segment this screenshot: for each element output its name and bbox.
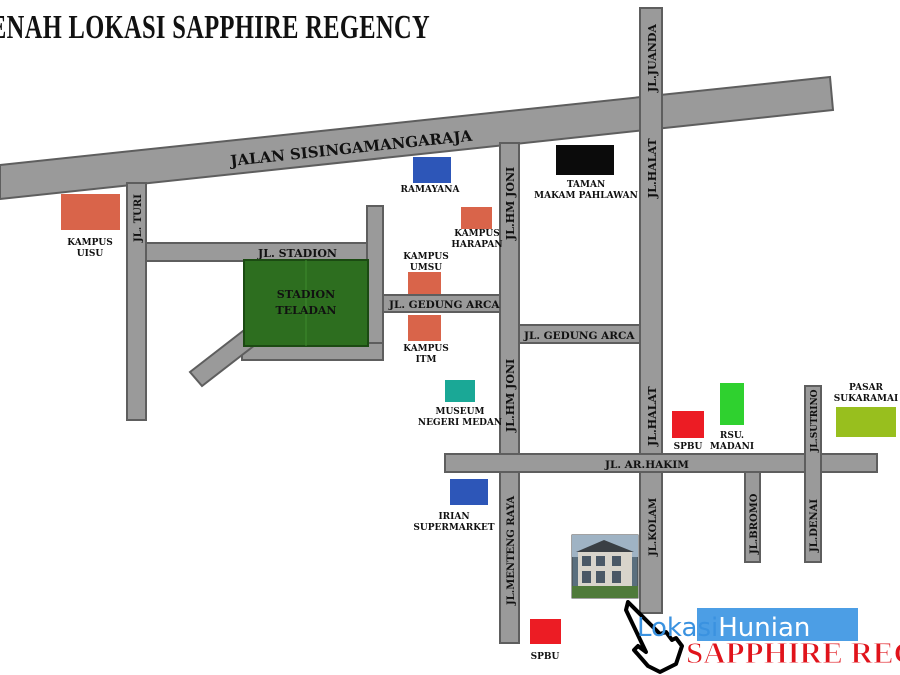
road-label-juanda: JL.JUANDA [646,24,659,93]
kampus-harapan-label-line1: KAMPUS [454,229,500,239]
stadion-label-line1: STADION [277,288,335,301]
kampus-umsu-label-line1: KAMPUS [403,252,449,262]
road-label-ar-hakim: JL. AR.HAKIM [604,459,689,471]
road-label-kolam: JL.KOLAM [648,498,659,557]
road-stadion-east-stub [366,205,384,361]
lokasihunian-watermark: LokasiHunian [637,608,858,643]
museum-label-line1: MUSEUM [436,407,485,417]
watermark-part2: Hunian [718,613,810,643]
museum-label-line2: NEGERI MEDAN [418,418,502,428]
road-label-bromo: JL.BROMO [749,493,760,555]
landmark-ramayana: RAMAYANA [400,157,461,195]
road-label-denai: JL.DENAI [809,499,820,553]
landmark-irian-supermarket: IRIAN SUPERMARKET [413,479,495,533]
landmark-rsu-madani: RSU. MADANI [710,383,754,452]
rsu-label-line1: RSU. [720,431,744,441]
landmark-spbu-south: SPBU [530,619,561,662]
road-label-hm-joni-north: JL.HM JONI [504,167,517,241]
landmark-taman-makam-pahlawan: TAMAN MAKAM PAHLAWAN [534,145,638,201]
road-label-stadion: JL. STADION [257,247,337,260]
road-turi [126,182,147,421]
road-network [0,7,878,644]
landmark-museum-negeri-medan: MUSEUM NEGERI MEDAN [418,380,502,428]
landmark-kampus-harapan: KAMPUS HARAPAN [451,207,503,250]
landmark-pasar-sukaramai: PASAR SUKARAMAI [834,383,898,437]
road-label-halat-south: JL.HALAT [646,386,659,447]
stadion-label-line2: TELADAN [276,304,337,317]
road-label-sutrino: JL.SUTRINO [810,389,820,453]
ramayana-label: RAMAYANA [400,185,460,195]
road-ar-hakim [444,453,878,473]
pointing-hand-icon [624,600,684,674]
spbu-north-label: SPBU [674,442,703,452]
irian-label-line1: IRIAN [438,512,469,522]
road-label-hm-joni-south: JL.HM JONI [504,359,517,433]
landmark-kampus-umsu: KAMPUS UMSU [403,252,449,294]
kampus-uisu-label-line1: KAMPUS [67,238,113,248]
stadion-teladan: STADION TELADAN [243,259,369,347]
kampus-umsu-label-line2: UMSU [410,263,442,273]
taman-label-line2: MAKAM PAHLAWAN [534,191,638,201]
irian-label-line2: SUPERMARKET [413,523,495,533]
sapphire-regency-building-image [571,534,639,599]
road-label-menteng-raya: JL.MENTENG RAYA [506,496,517,606]
landmark-kampus-uisu: KAMPUS UISU [61,194,120,259]
watermark-part1: Lokasi [637,613,718,643]
landmark-kampus-itm: KAMPUS ITM [403,315,449,365]
map-title: DENAH LOKASI SAPPHIRE REGENCY [0,9,430,46]
road-bromo [744,471,761,563]
kampus-uisu-label-line2: UISU [77,249,104,259]
landmark-spbu-north: SPBU [672,411,704,452]
road-denai-sutrino [804,385,822,563]
road-sisingamangaraja [0,75,835,201]
kampus-itm-label-line1: KAMPUS [403,344,449,354]
kampus-itm-label-line2: ITM [416,355,437,365]
road-label-halat-north: JL.HALAT [646,138,659,199]
road-gedung-arca-east [518,324,641,344]
taman-label-line1: TAMAN [567,180,605,190]
road-hm-joni-menteng-raya [499,142,520,644]
pasar-label-line2: SUKARAMAI [834,394,898,404]
svg-text:LokasiHunian: LokasiHunian [637,613,810,643]
road-gedung-arca-west [382,294,501,313]
road-label-gedung-arca-west: JL. GEDUNG ARCA [388,299,500,311]
pasar-label-line1: PASAR [849,383,884,393]
sapphire-regency-brand: SAPPHIRE REGENCY [686,635,900,670]
road-label-turi: JL. TURI [133,194,144,243]
road-label-gedung-arca-east: JL. GEDUNG ARCA [523,330,635,342]
rsu-label-line2: MADANI [710,442,754,452]
spbu-south-label: SPBU [531,652,560,662]
kampus-harapan-label-line2: HARAPAN [451,240,502,250]
